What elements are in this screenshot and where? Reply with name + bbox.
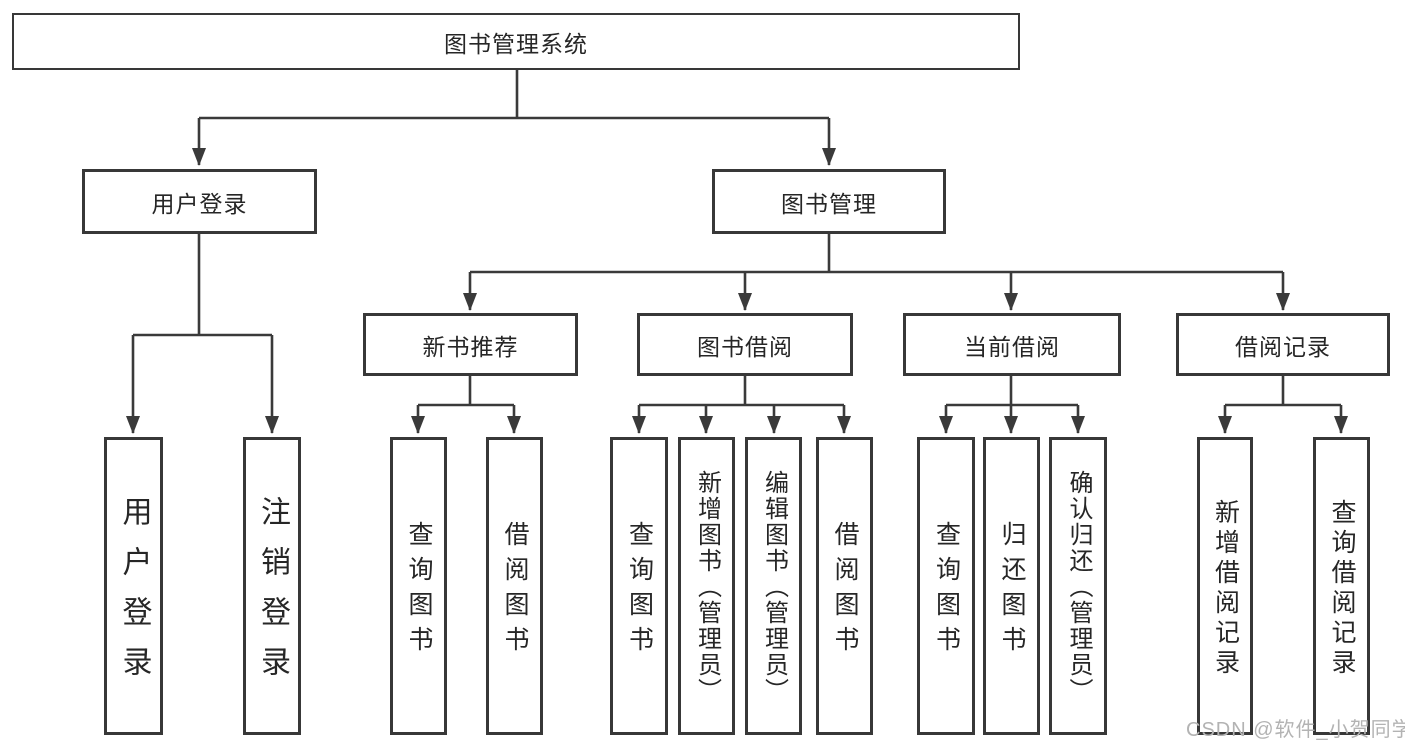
node-library-system: 图书管理系统	[12, 13, 1020, 70]
leaf-confirm-return-admin: 确认归还（管理员）	[1049, 437, 1107, 735]
leaf-edit-books-admin-label: 编辑图书（管理员）	[760, 470, 788, 704]
leaf-query-books-recommend-label: 查询图书	[405, 521, 433, 661]
node-current-borrowing: 当前借阅	[903, 313, 1121, 376]
leaf-query-books-current: 查询图书	[917, 437, 975, 735]
node-user-login: 用户登录	[82, 169, 317, 234]
leaf-add-borrow-record-label: 新增借阅记录	[1211, 498, 1240, 679]
leaf-return-books-label: 归还图书	[998, 521, 1026, 661]
leaf-query-borrow-record-label: 查询借阅记录	[1328, 498, 1356, 679]
leaf-query-books-recommend: 查询图书	[390, 437, 447, 735]
leaf-borrow-books-recommend: 借阅图书	[486, 437, 543, 735]
csdn-watermark: CSDN @软件_小贺同学	[1186, 719, 1405, 741]
leaf-add-books-admin: 新增图书（管理员）	[678, 437, 735, 735]
leaf-user-login: 用户登录	[104, 437, 163, 735]
connector-trunks	[133, 70, 1341, 407]
leaf-query-books-borrowing-label: 查询图书	[625, 521, 654, 661]
node-borrowing-records: 借阅记录	[1176, 313, 1390, 376]
node-new-book-recommend: 新书推荐	[363, 313, 578, 376]
leaf-return-books: 归还图书	[983, 437, 1040, 735]
leaf-add-borrow-record: 新增借阅记录	[1197, 437, 1253, 735]
leaf-user-login-label: 用户登录	[117, 496, 151, 696]
leaf-edit-books-admin: 编辑图书（管理员）	[745, 437, 802, 735]
leaf-query-books-current-label: 查询图书	[932, 521, 961, 661]
leaf-confirm-return-admin-label: 确认归还（管理员）	[1065, 470, 1092, 704]
leaf-logout-login: 注销登录	[243, 437, 301, 735]
leaf-query-books-borrowing: 查询图书	[610, 437, 668, 735]
leaf-borrow-books-borrowing-label: 借阅图书	[831, 521, 859, 661]
node-book-management: 图书管理	[712, 169, 946, 234]
leaf-logout-login-label: 注销登录	[256, 496, 289, 696]
leaf-borrow-books-recommend-label: 借阅图书	[501, 521, 529, 661]
leaf-query-borrow-record: 查询借阅记录	[1313, 437, 1370, 735]
leaf-borrow-books-borrowing: 借阅图书	[816, 437, 873, 735]
leaf-add-books-admin-label: 新增图书（管理员）	[693, 470, 721, 704]
node-book-borrowing: 图书借阅	[637, 313, 853, 376]
